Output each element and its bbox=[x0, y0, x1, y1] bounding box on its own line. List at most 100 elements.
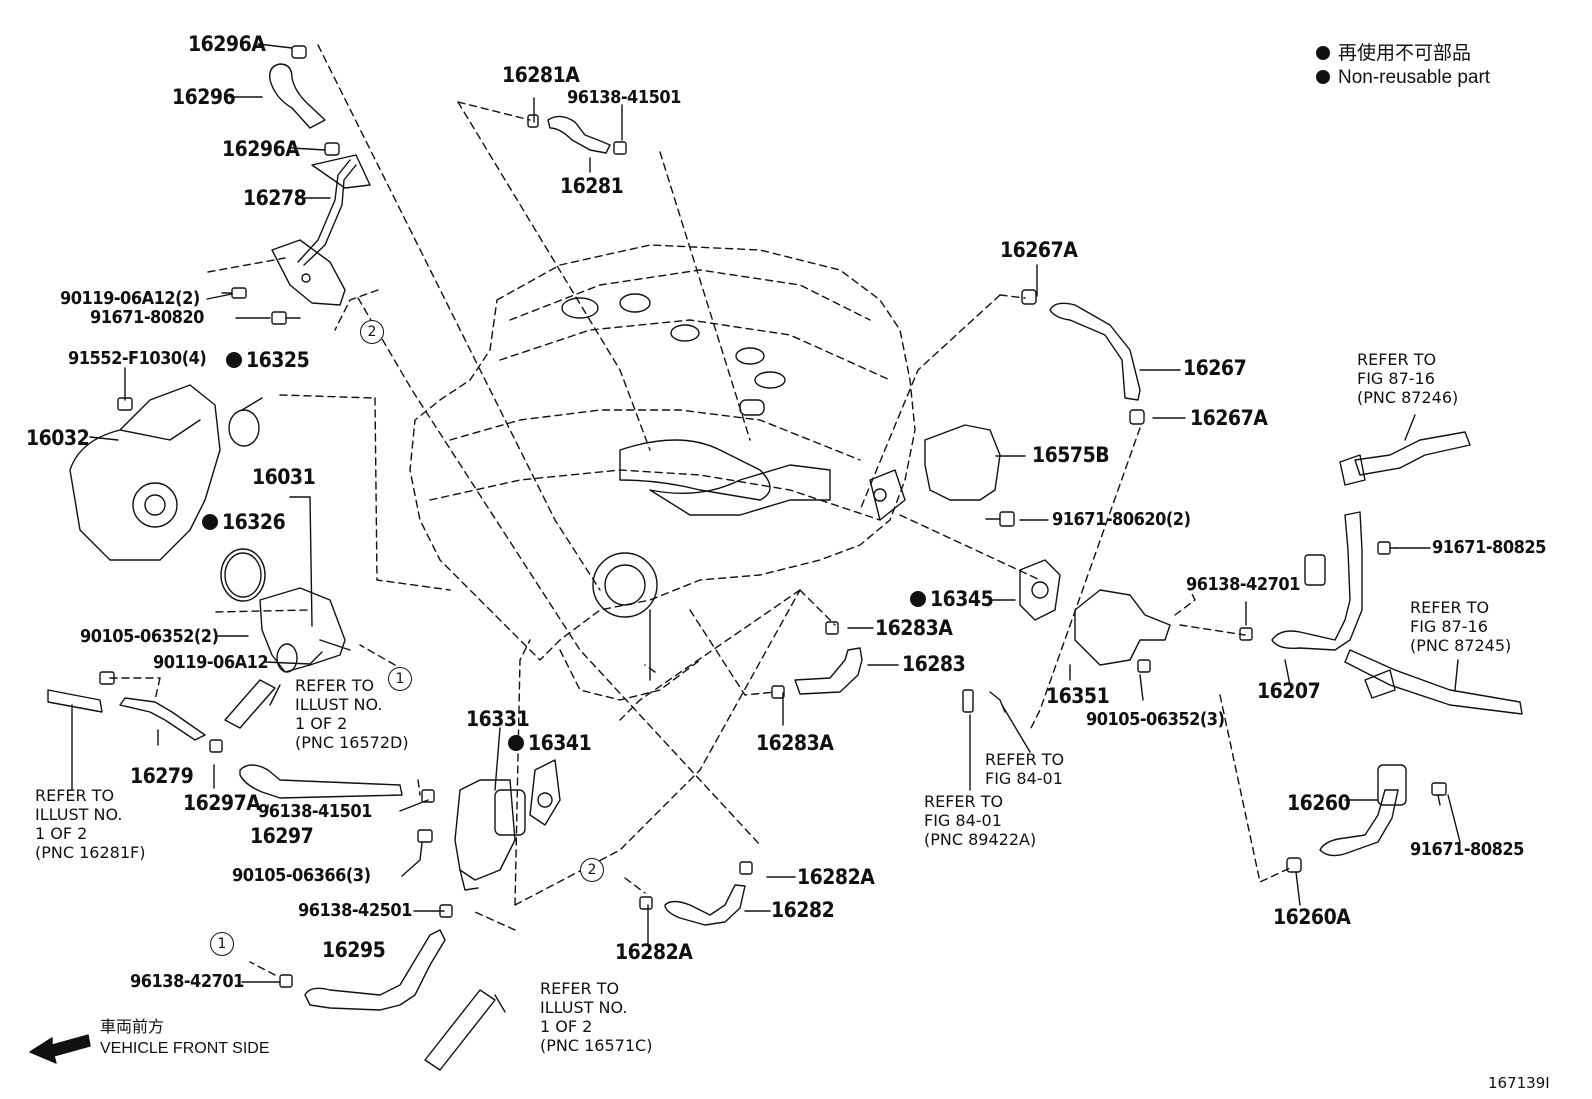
gasket-16325 bbox=[228, 409, 260, 447]
part-label[interactable]: 16279 bbox=[130, 764, 194, 788]
bolt-91671-80820 bbox=[271, 311, 301, 325]
front-jp: 車両前方 bbox=[100, 1019, 165, 1036]
hose-16572D bbox=[224, 679, 276, 729]
hose-16297 bbox=[239, 764, 403, 799]
part-label[interactable]: 16282 bbox=[771, 898, 835, 922]
part-label[interactable]: 16267A bbox=[1190, 406, 1268, 430]
part-label[interactable]: 16326 bbox=[202, 512, 286, 533]
part-label[interactable]: 16282A bbox=[797, 865, 875, 889]
part-label[interactable]: 90119-06A12 bbox=[153, 652, 269, 673]
part-label[interactable]: 96138-42701 bbox=[130, 971, 244, 992]
union-16279 bbox=[119, 697, 206, 741]
part-label[interactable]: 90105-06352(2) bbox=[80, 626, 219, 647]
part-label[interactable]: 96138-41501 bbox=[258, 801, 372, 822]
note-line: REFER TO bbox=[35, 786, 115, 805]
bracket-16575B bbox=[924, 424, 1001, 501]
part-label[interactable]: 16296 bbox=[172, 85, 236, 109]
part-label[interactable]: 16283A bbox=[875, 616, 953, 640]
marker-1: 1 bbox=[388, 667, 412, 691]
part-label[interactable]: 96138-41501 bbox=[567, 87, 681, 108]
hose-16260 bbox=[1319, 789, 1399, 857]
part-label[interactable]: 16297A bbox=[183, 791, 261, 815]
part-label[interactable]: 16207 bbox=[1257, 679, 1321, 703]
refer-note-84-01[interactable]: REFER TO FIG 84-01 bbox=[985, 750, 1064, 788]
front-arrow-icon bbox=[29, 1034, 91, 1064]
note-line: REFER TO bbox=[295, 676, 375, 695]
part-label[interactable]: 16297 bbox=[250, 824, 314, 848]
part-label[interactable]: 16278 bbox=[243, 186, 307, 210]
note-line: ILLUST NO. bbox=[35, 805, 123, 824]
part-label[interactable]: 96138-42501 bbox=[298, 900, 412, 921]
part-label[interactable]: 16283 bbox=[902, 652, 966, 676]
part-label[interactable]: 16341 bbox=[508, 733, 592, 754]
part-label[interactable]: 91671-80620(2) bbox=[1052, 509, 1191, 530]
note-line: FIG 87-16 bbox=[1410, 617, 1488, 636]
refer-note-87246[interactable]: REFER TO FIG 87-16 (PNC 87246) bbox=[1357, 350, 1458, 407]
note-line: 1 OF 2 bbox=[295, 714, 348, 733]
part-label[interactable]: 16281A bbox=[502, 63, 580, 87]
hose-left-16281F bbox=[47, 689, 103, 713]
vehicle-front-label: 車両前方 VEHICLE FRONT SIDE bbox=[100, 1017, 270, 1059]
refer-note-16571C[interactable]: REFER TO ILLUST NO. 1 OF 2 (PNC 16571C) bbox=[540, 979, 652, 1055]
hose-16571C bbox=[424, 989, 496, 1071]
note-line: REFER TO bbox=[924, 792, 1004, 811]
note-line: (PNC 16571C) bbox=[540, 1036, 653, 1055]
part-label[interactable]: 16296A bbox=[222, 137, 300, 161]
part-label[interactable]: 90119-06A12(2) bbox=[60, 288, 200, 309]
note-line: (PNC 87246) bbox=[1357, 388, 1459, 407]
part-label[interactable]: 16345 bbox=[910, 589, 994, 610]
refer-note-16281F[interactable]: REFER TO ILLUST NO. 1 OF 2 (PNC 16281F) bbox=[35, 786, 145, 862]
note-line: FIG 84-01 bbox=[985, 769, 1063, 788]
note-line: (PNC 87245) bbox=[1410, 636, 1512, 655]
bullet-icon bbox=[1316, 46, 1330, 60]
note-line: (PNC 16281F) bbox=[35, 843, 146, 862]
refer-note-16572D[interactable]: REFER TO ILLUST NO. 1 OF 2 (PNC 16572D) bbox=[295, 676, 409, 752]
part-label[interactable]: 96138-42701 bbox=[1186, 574, 1300, 595]
part-label[interactable]: 16281 bbox=[560, 174, 624, 198]
note-line: (PNC 89422A) bbox=[924, 830, 1037, 849]
part-label[interactable]: 16575B bbox=[1032, 443, 1110, 467]
legend-jp-text: 再使用不可部品 bbox=[1338, 43, 1472, 64]
note-line: 1 OF 2 bbox=[35, 824, 88, 843]
legend-en: Non-reusable part bbox=[1316, 66, 1490, 90]
part-label[interactable]: 16295 bbox=[322, 938, 386, 962]
part-label[interactable]: 16260A bbox=[1273, 905, 1351, 929]
part-label[interactable]: 16267A bbox=[1000, 238, 1078, 262]
note-line: FIG 87-16 bbox=[1357, 369, 1435, 388]
legend-jp: 再使用不可部品 bbox=[1316, 42, 1490, 66]
hose-16281 bbox=[547, 115, 611, 154]
part-label[interactable]: 90105-06352(3) bbox=[1086, 709, 1225, 730]
figure-id: 167139I bbox=[1488, 1074, 1550, 1092]
part-label[interactable]: 91671-80825 bbox=[1410, 839, 1524, 860]
bracket-16278-low bbox=[271, 239, 346, 306]
part-label[interactable]: 91671-80825 bbox=[1432, 537, 1546, 558]
part-label[interactable]: 90105-06366(3) bbox=[232, 865, 371, 886]
part-label[interactable]: 16331 bbox=[466, 707, 530, 731]
note-line: ILLUST NO. bbox=[540, 998, 628, 1017]
legend: 再使用不可部品 Non-reusable part bbox=[1316, 42, 1490, 90]
part-label[interactable]: 91552-F1030(4) bbox=[68, 348, 207, 369]
outlet-16351 bbox=[1074, 589, 1171, 666]
part-label[interactable]: 16267 bbox=[1183, 356, 1247, 380]
non-reusable-icon bbox=[226, 352, 242, 368]
part-label[interactable]: 16282A bbox=[615, 940, 693, 964]
part-label[interactable]: 16351 bbox=[1046, 684, 1110, 708]
refer-note-87245[interactable]: REFER TO FIG 87-16 (PNC 87245) bbox=[1410, 598, 1511, 655]
part-label[interactable]: 91671-80820 bbox=[90, 307, 204, 328]
hose-87246 bbox=[1354, 431, 1471, 476]
part-label[interactable]: 16260 bbox=[1287, 791, 1351, 815]
note-line: REFER TO bbox=[540, 979, 620, 998]
bracket-16278 bbox=[311, 154, 371, 189]
part-label[interactable]: 16325 bbox=[226, 350, 310, 371]
part-label[interactable]: 16031 bbox=[252, 465, 316, 489]
clamp-16296A-top bbox=[291, 45, 307, 59]
refer-note-89422A[interactable]: REFER TO FIG 84-01 (PNC 89422A) bbox=[924, 792, 1036, 849]
sensor-89422A bbox=[962, 689, 974, 713]
part-label[interactable]: 16283A bbox=[756, 731, 834, 755]
legend-en-text: Non-reusable part bbox=[1338, 67, 1491, 88]
hose-16282 bbox=[664, 884, 746, 926]
part-label[interactable]: 16296A bbox=[188, 32, 266, 56]
part-label[interactable]: 16032 bbox=[26, 426, 90, 450]
marker-1: 1 bbox=[210, 932, 234, 956]
